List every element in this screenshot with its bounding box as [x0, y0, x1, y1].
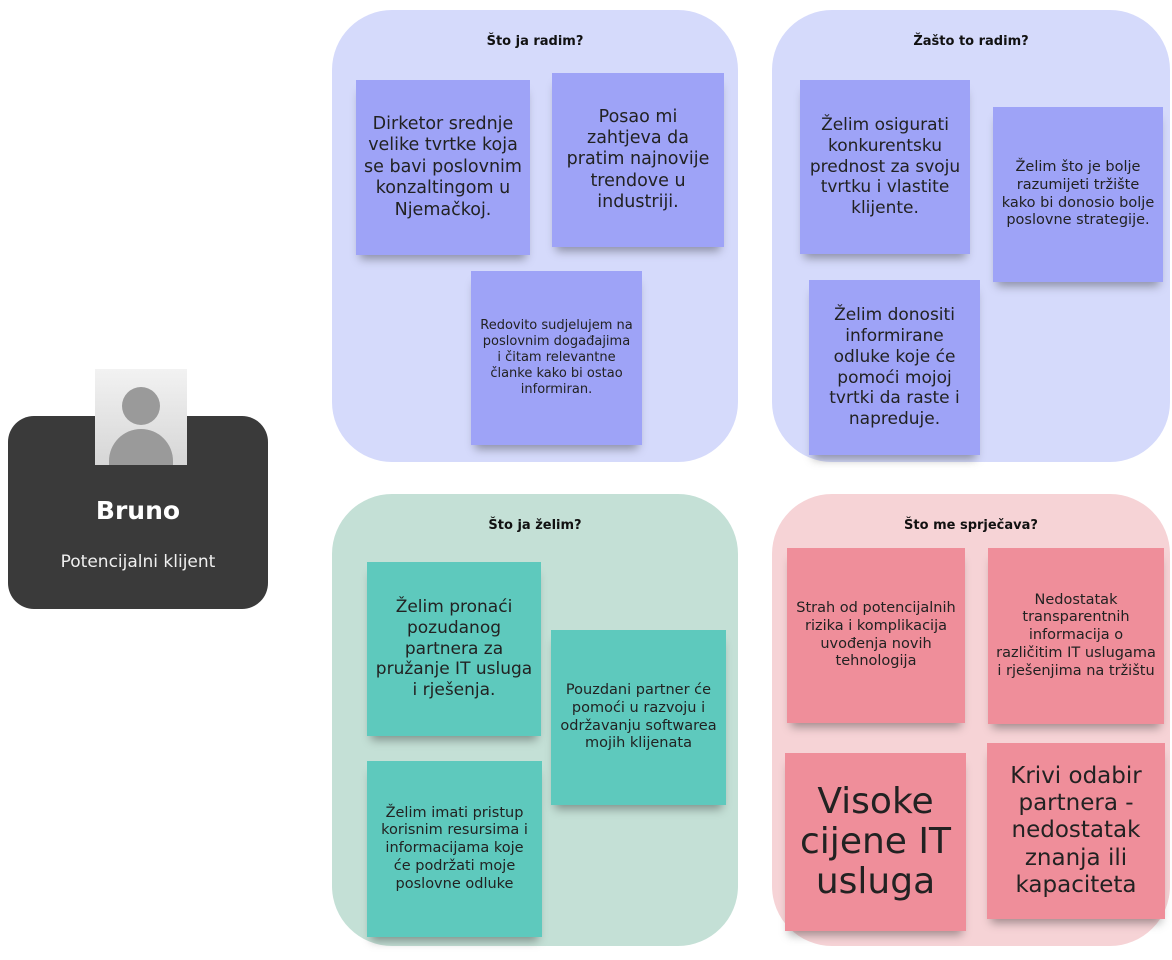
persona-name: Bruno	[95, 496, 181, 525]
sticky-note: Želim osigurati konkurentsku prednost za…	[800, 80, 970, 254]
sticky-note: Želim donositi informirane odluke koje ć…	[809, 280, 980, 455]
sticky-note: Strah od potencijalnih rizika i komplika…	[787, 548, 965, 723]
sticky-note: Redovito sudjelujem na poslovnim događaj…	[471, 271, 642, 445]
panel-want-title: Što ja želim?	[488, 518, 582, 533]
sticky-note: Visoke cijene IT usluga	[785, 753, 966, 931]
sticky-note: Želim pronaći pozudanog partnera za pruž…	[367, 562, 541, 736]
sticky-note: Krivi odabir partnera - nedostatak znanj…	[987, 743, 1165, 919]
sticky-note: Želim što je bolje razumijeti tržište ka…	[993, 107, 1163, 282]
sticky-note: Posao mi zahtjeva da pratim najnovije tr…	[552, 73, 724, 247]
sticky-note: Dirketor srednje velike tvrtke koja se b…	[356, 80, 530, 255]
panel-why-title: Žašto to radim?	[913, 34, 1029, 49]
panel-doing-title: Što ja radim?	[486, 34, 584, 49]
avatar-icon	[95, 369, 187, 465]
panel-blockers-title: Što me sprječava?	[904, 518, 1038, 533]
sticky-note: Nedostatak transparentnih informacija o …	[988, 548, 1164, 724]
persona-role: Potencijalni klijent	[60, 552, 216, 572]
sticky-note: Želim imati pristup korisnim resursima i…	[367, 761, 542, 937]
sticky-note: Pouzdani partner će pomoći u razvoju i o…	[551, 630, 726, 805]
